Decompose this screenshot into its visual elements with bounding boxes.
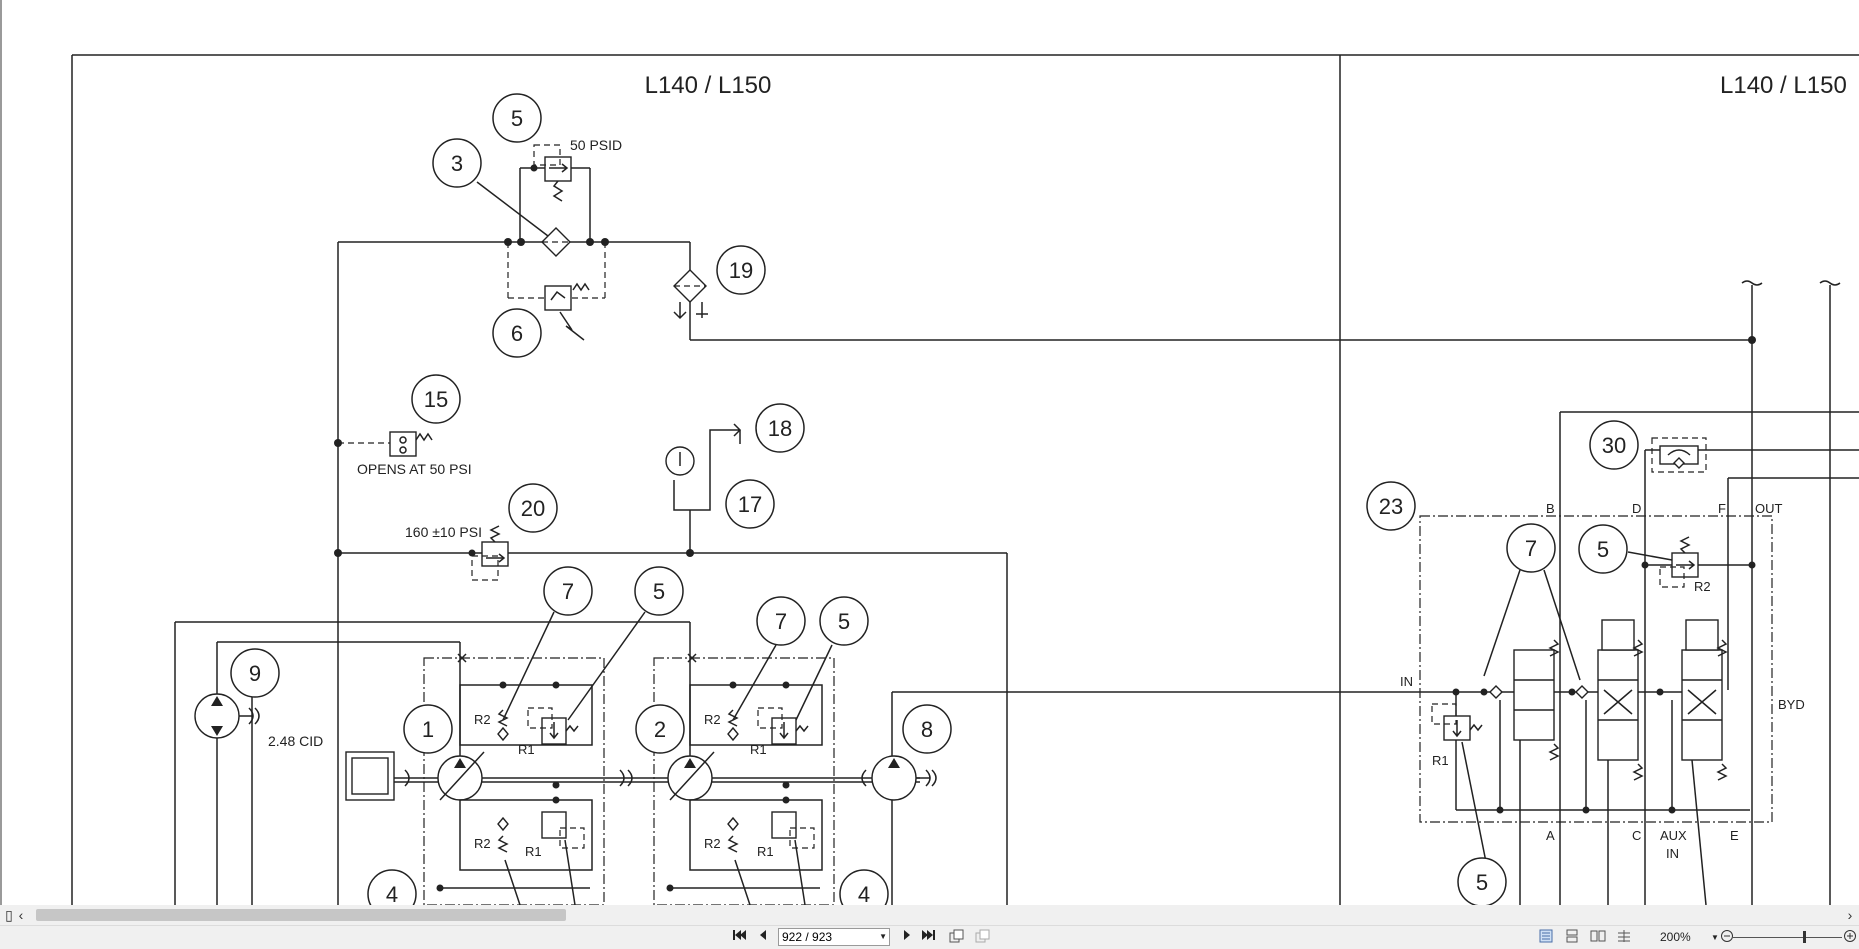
diagram-frame xyxy=(71,54,1859,905)
zoom-out-icon[interactable] xyxy=(1718,929,1736,946)
label-r1-pump2-top: R1 xyxy=(750,742,767,757)
callout-3: 3 xyxy=(451,151,463,176)
label-opens-at: OPENS AT 50 PSI xyxy=(357,461,472,477)
port-e: E xyxy=(1730,828,1739,843)
scroll-right-button[interactable]: › xyxy=(1847,907,1853,923)
page-number-input[interactable] xyxy=(782,930,872,944)
left-panel-edge xyxy=(0,0,2,905)
page-dropdown-icon[interactable]: ▼ xyxy=(879,932,887,941)
callout-2: 2 xyxy=(654,717,666,742)
previous-page-icon[interactable] xyxy=(754,929,772,946)
callout-30: 30 xyxy=(1602,433,1626,458)
control-valve-block xyxy=(1419,411,1859,905)
zoom-in-icon[interactable] xyxy=(1841,929,1859,946)
return-filter-assembly xyxy=(476,144,708,341)
page-number-field[interactable]: ▼ xyxy=(778,928,890,946)
hydraulic-schematic: L140 / L150 L140 / L150 xyxy=(71,54,1859,905)
callout-7-pump2: 7 xyxy=(775,609,787,634)
callout-5-relief: 5 xyxy=(1476,870,1488,895)
last-page-icon[interactable] xyxy=(920,929,938,946)
two-page-view-icon[interactable] xyxy=(1589,929,1607,946)
port-out: OUT xyxy=(1755,501,1783,516)
callout-6: 6 xyxy=(511,321,523,346)
callout-18: 18 xyxy=(768,416,792,441)
return-line-circuit xyxy=(337,241,1841,905)
port-a: A xyxy=(1546,828,1555,843)
single-page-view-icon[interactable] xyxy=(1537,929,1555,946)
callout-5-block: 5 xyxy=(1597,537,1609,562)
port-c: C xyxy=(1632,828,1641,843)
pump-8 xyxy=(404,691,1420,905)
pump-1 xyxy=(423,653,605,905)
callout-5-pump1: 5 xyxy=(653,579,665,604)
callout-5-pump2: 5 xyxy=(838,609,850,634)
scrollbar-thumb[interactable] xyxy=(36,909,566,921)
zoom-dropdown-icon[interactable]: ▼ xyxy=(1711,933,1719,942)
zoom-slider-handle[interactable] xyxy=(1803,931,1806,943)
zoom-level[interactable]: 200% xyxy=(1660,930,1691,944)
port-byd: BYD xyxy=(1778,697,1805,712)
callout-7: 7 xyxy=(562,579,574,604)
label-relief-setting: 160 ±10 PSI xyxy=(405,524,482,540)
bypass-check-valve xyxy=(334,431,433,457)
status-bar: ▼ 200% ▼ xyxy=(0,925,1859,949)
callout-7-block: 7 xyxy=(1525,536,1537,561)
horizontal-scrollbar[interactable]: ▯ ‹ › xyxy=(0,905,1859,925)
callout-20: 20 xyxy=(521,496,545,521)
label-r1-pump1-top: R1 xyxy=(518,742,535,757)
label-r1-pump2-bottom: R1 xyxy=(757,844,774,859)
label-r2-pump2-top: R2 xyxy=(704,712,721,727)
callout-17: 17 xyxy=(738,492,762,517)
callout-15: 15 xyxy=(424,387,448,412)
label-r1-block: R1 xyxy=(1432,753,1449,768)
port-d: D xyxy=(1632,501,1641,516)
callout-9: 9 xyxy=(249,661,261,686)
port-b: B xyxy=(1546,501,1555,516)
first-page-icon[interactable] xyxy=(730,929,748,946)
callout-leaders xyxy=(502,611,833,905)
label-50-psid: 50 PSID xyxy=(570,137,622,153)
scroll-gutter-icon: ▯ xyxy=(5,907,13,923)
temperature-sensor xyxy=(665,423,742,553)
engine-drive xyxy=(345,751,920,801)
port-aux: AUX xyxy=(1660,828,1687,843)
gear-motor xyxy=(194,693,260,739)
zoom-slider[interactable] xyxy=(1732,937,1842,938)
book-view-icon[interactable] xyxy=(1615,929,1633,946)
continuous-view-icon[interactable] xyxy=(1563,929,1581,946)
label-r2-pump1-bottom: R2 xyxy=(474,836,491,851)
callout-1: 1 xyxy=(422,717,434,742)
callout-4: 4 xyxy=(386,882,398,905)
port-in: IN xyxy=(1400,674,1413,689)
callout-8: 8 xyxy=(921,717,933,742)
callout-bubbles: 5 3 6 19 15 18 17 20 9 1 7 5 2 7 5 8 4 4… xyxy=(230,93,1639,905)
label-r2-pump1-top: R2 xyxy=(474,712,491,727)
callout-19: 19 xyxy=(729,258,753,283)
callout-5: 5 xyxy=(511,106,523,131)
label-r2-block: R2 xyxy=(1694,579,1711,594)
callout-23: 23 xyxy=(1379,494,1403,519)
scroll-left-button[interactable]: ‹ xyxy=(18,907,24,923)
left-panel-title: L140 / L150 xyxy=(645,72,772,99)
copy-page-icon[interactable] xyxy=(948,929,966,946)
label-r2-pump2-bottom: R2 xyxy=(704,836,721,851)
port-aux-in: IN xyxy=(1666,846,1679,861)
label-cid: 2.48 CID xyxy=(268,733,323,749)
pilot-relief-valve xyxy=(334,525,1008,905)
next-page-icon[interactable] xyxy=(898,929,916,946)
right-panel-title: L140 / L150 xyxy=(1720,72,1847,99)
callout-4-pump2: 4 xyxy=(858,882,870,905)
pump-2 xyxy=(653,653,835,905)
document-canvas: L140 / L150 L140 / L150 xyxy=(0,0,1859,905)
port-f: F xyxy=(1718,501,1726,516)
label-r1-pump1-bottom: R1 xyxy=(525,844,542,859)
paste-page-icon[interactable] xyxy=(974,929,992,946)
